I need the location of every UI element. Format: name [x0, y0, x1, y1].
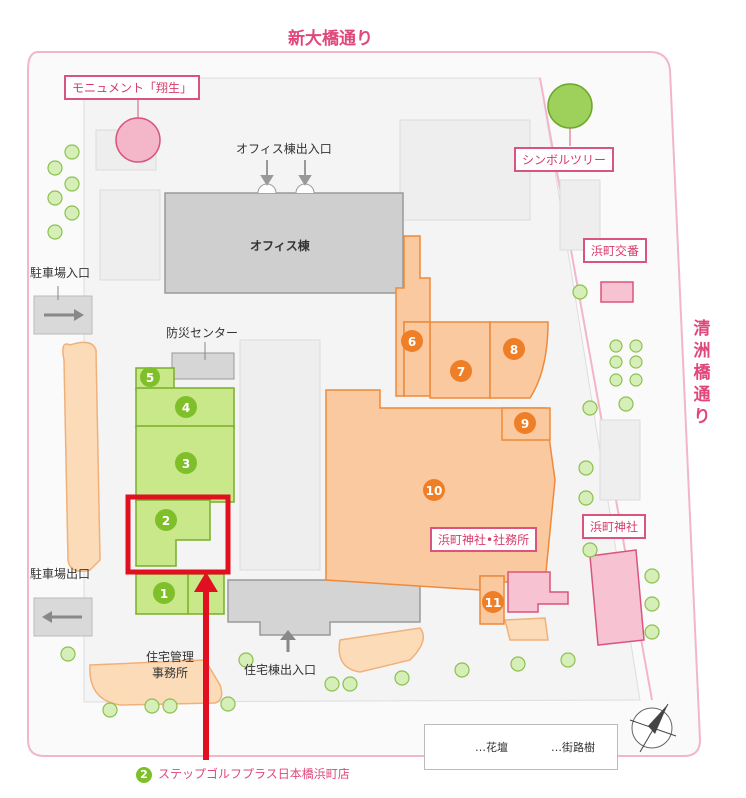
disaster-center-label: 防災センター — [166, 326, 239, 340]
shrine-callout: 浜町神社 — [582, 514, 647, 539]
store-number: 11 — [485, 596, 502, 610]
disaster-center — [171, 352, 235, 380]
legend-flowerbed-label: …花壇 — [475, 741, 508, 754]
flowerbeds — [62, 341, 549, 706]
store-number: 2 — [162, 514, 170, 528]
store-number: 7 — [457, 365, 465, 379]
residence-building — [227, 579, 421, 636]
office-entrance-arrows — [260, 160, 312, 186]
parking-entrance — [33, 286, 93, 335]
store-number: 5 — [146, 371, 154, 385]
parking-entrance-label: 駐車場入口 — [30, 266, 91, 280]
koban-box — [600, 281, 634, 303]
parking-exit — [33, 597, 93, 637]
green-stores — [135, 367, 235, 615]
highlight-store-name: ステップゴルフプラス日本橋浜町店 — [158, 767, 350, 781]
store-number: 6 — [408, 335, 416, 349]
road-label-top: 新大橋通り — [288, 29, 373, 49]
store-number: 8 — [510, 343, 518, 357]
office-building-label: オフィス棟 — [250, 239, 310, 253]
parking-exit-label: 駐車場出口 — [30, 567, 91, 581]
store-number: 3 — [182, 457, 190, 471]
road-label-char: 洲 — [693, 341, 711, 361]
symbol-tree-callout: シンボルツリー — [514, 147, 615, 172]
shrine-office-callout: 浜町神社•社務所 — [430, 527, 538, 552]
store-number: 1 — [160, 587, 168, 601]
road-label-char: 橋 — [693, 363, 711, 383]
road-label-right: 清洲橋通り — [690, 318, 714, 428]
road-label-char: 清 — [693, 319, 711, 339]
koban-callout: 浜町交番 — [583, 238, 648, 263]
office-entrance-label: オフィス棟出入口 — [236, 142, 332, 156]
shrine-office — [507, 571, 569, 613]
symbol-tree-marker — [547, 83, 593, 129]
housing-office-label-1: 住宅管理 — [146, 650, 195, 664]
legend-street-tree-label: …街路樹 — [551, 741, 595, 754]
highlight-number: 2 — [136, 766, 152, 783]
store-number: 4 — [182, 401, 190, 415]
store-number: 10 — [426, 484, 443, 498]
street-trees — [47, 144, 660, 718]
compass-icon — [629, 703, 677, 753]
housing-office-label-2: 事務所 — [152, 666, 189, 680]
road-label-char: 通 — [693, 385, 711, 405]
residence-entrance-label: 住宅棟出入口 — [244, 663, 317, 677]
store-number: 9 — [521, 417, 529, 431]
map-legend: …花壇 …街路樹 — [424, 724, 618, 770]
store-markers — [140, 330, 536, 613]
highlight-caption: 2 ステップゴルフプラス日本橋浜町店 — [136, 765, 350, 783]
office-building — [164, 192, 404, 294]
monument-marker — [115, 117, 161, 163]
road-label-char: り — [693, 407, 711, 427]
shrine-area — [589, 549, 645, 646]
monument-callout: モニュメント「翔生」 — [64, 75, 201, 100]
highlight-box — [125, 494, 231, 575]
